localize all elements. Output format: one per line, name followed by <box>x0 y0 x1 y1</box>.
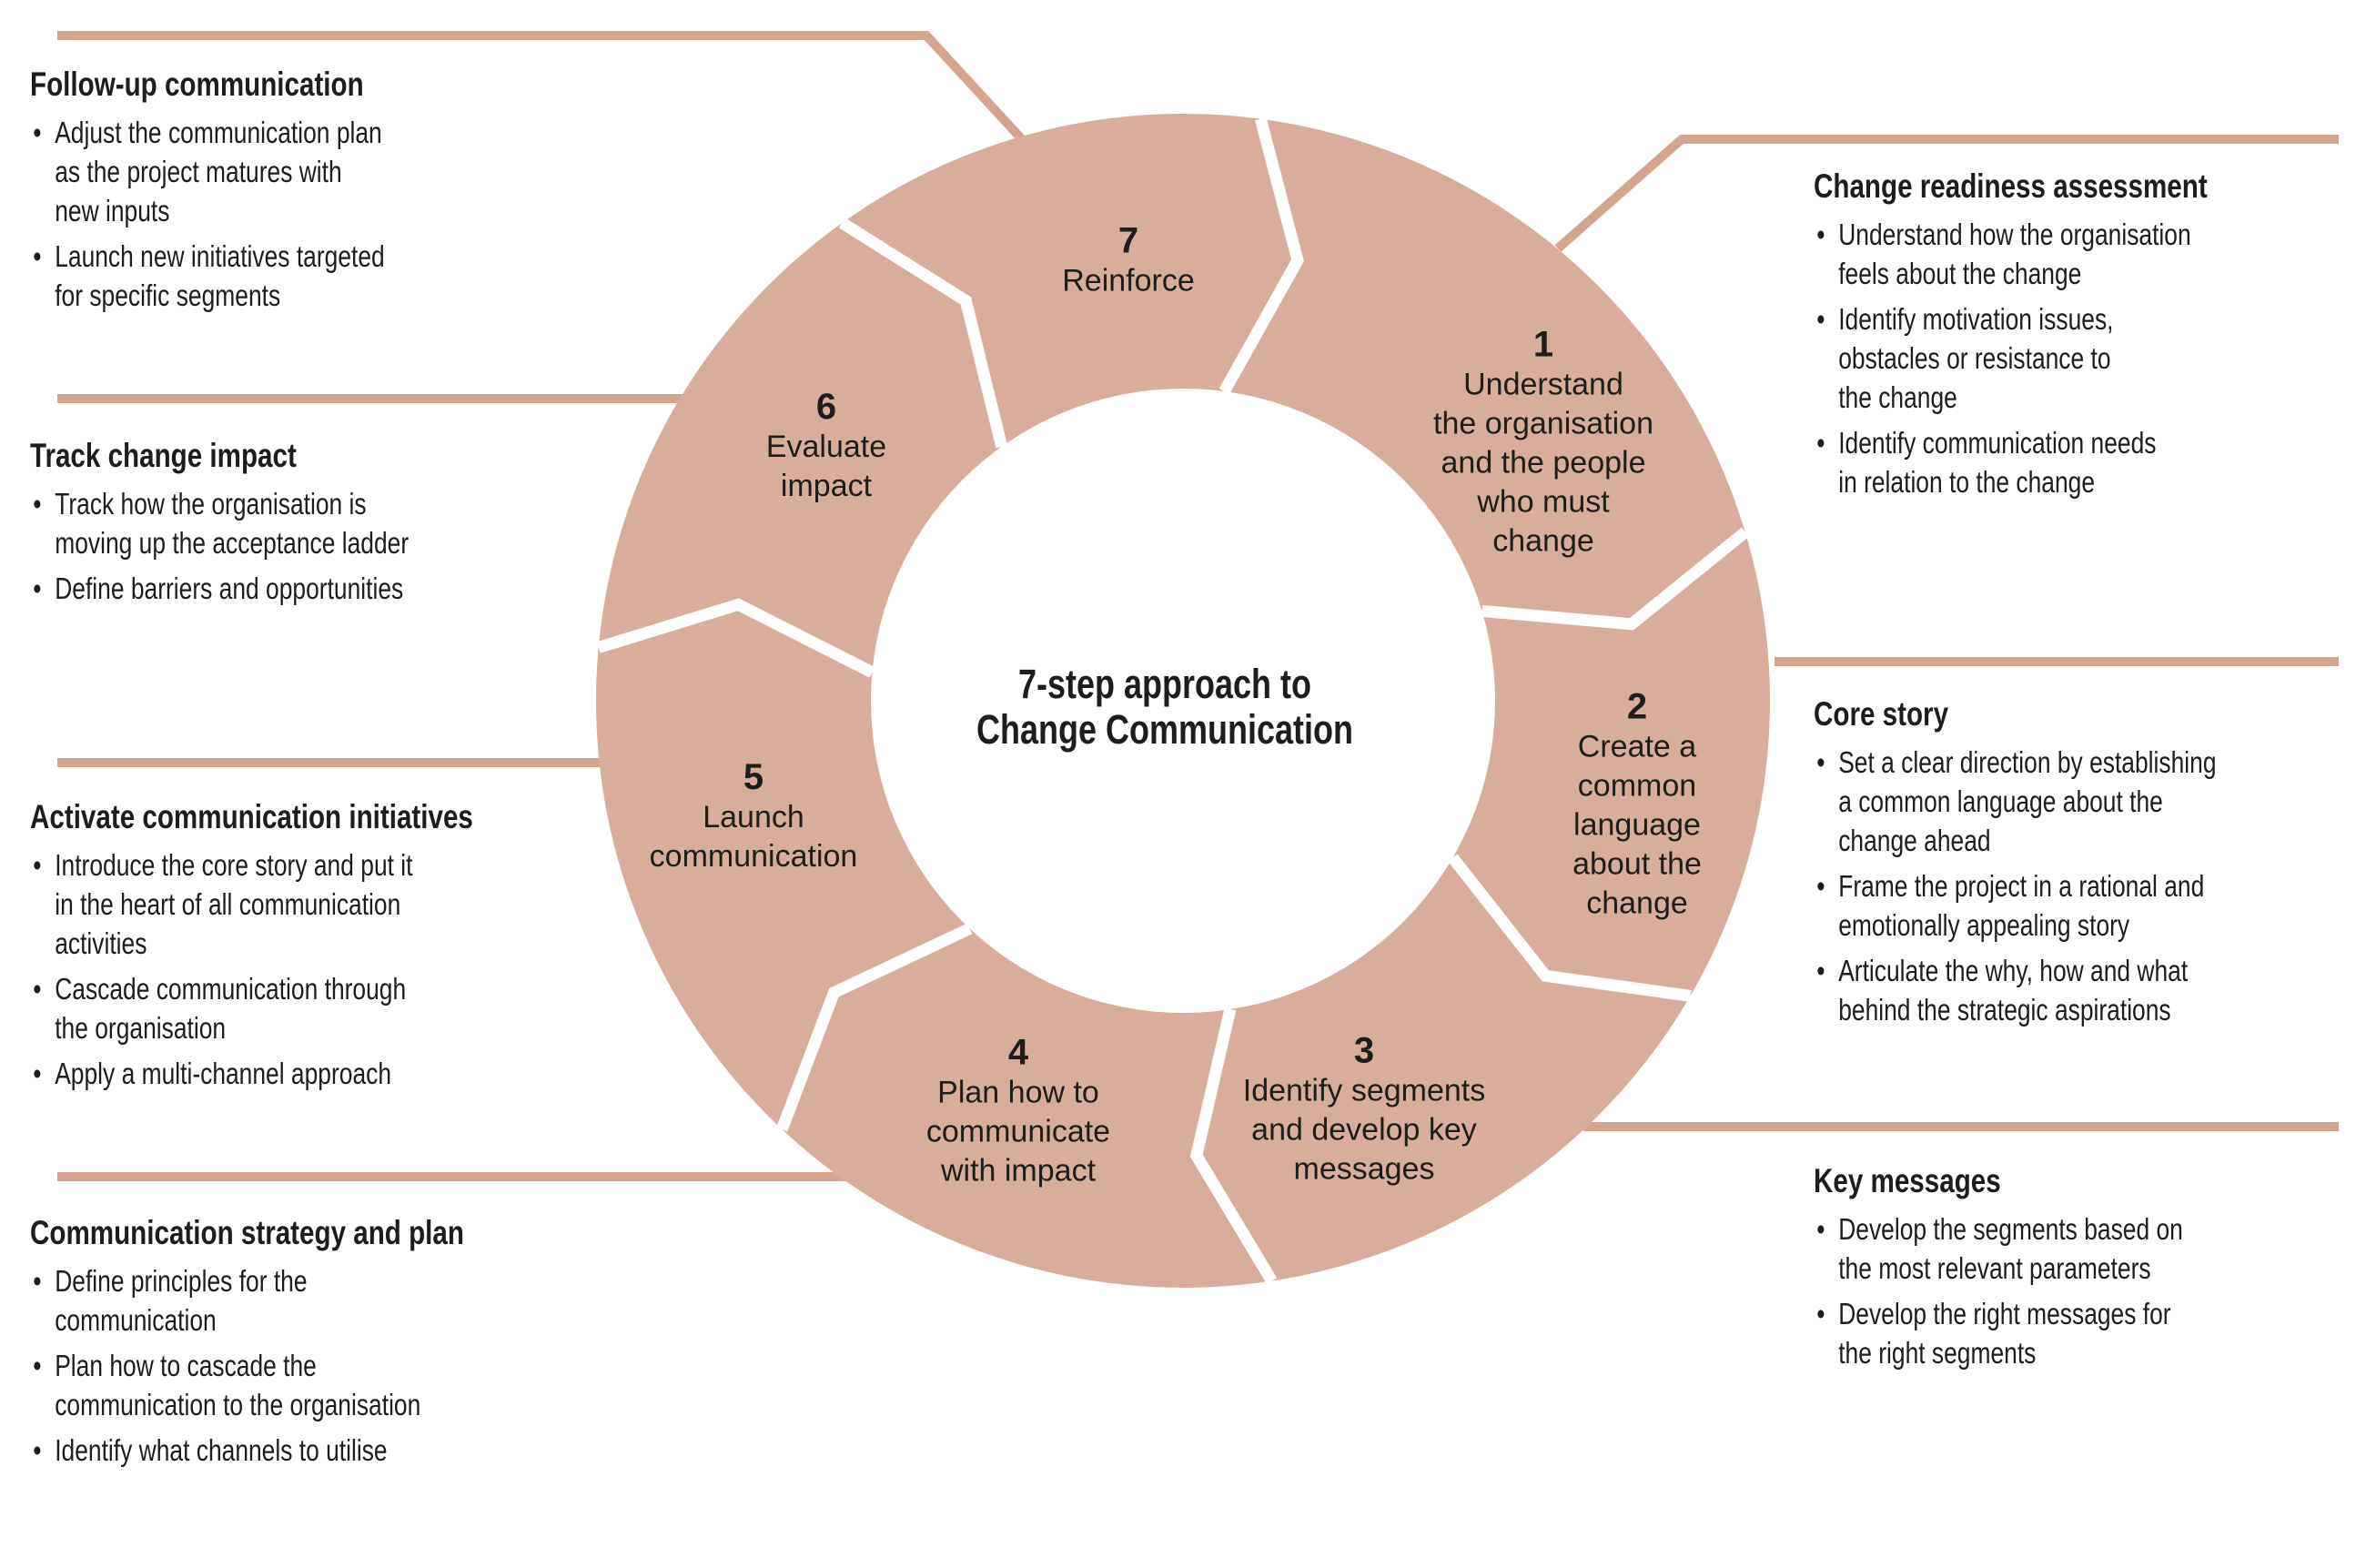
bullet-text: Articulate the why, how and what behind … <box>1838 954 2189 1027</box>
bullet-item: Introduce the core story and put it in t… <box>30 845 511 963</box>
callout-follow-up-communication: Follow-up communication Adjust the commu… <box>30 64 511 321</box>
callout-communication-strategy-and-plan: Communication strategy and plan Define p… <box>30 1212 511 1476</box>
callout-connector-line <box>1554 135 2339 252</box>
donut-ring <box>596 114 1770 1288</box>
bullet-item: Adjust the communication plan as the pro… <box>30 113 511 230</box>
segment-label: Plan how to communicate with impact <box>925 1075 1111 1189</box>
callout-title: Activate communication initiatives <box>30 798 473 835</box>
bullet-text: Develop the right messages for the right… <box>1838 1297 2171 1370</box>
bullet-item: Develop the segments based on the most r… <box>1814 1209 2294 1288</box>
bullet-item: Frame the project in a rational and emot… <box>1814 866 2294 945</box>
callout-connector-line <box>57 31 1025 142</box>
bullet-text: Set a clear direction by establishing a … <box>1838 745 2217 857</box>
segment-separator <box>1189 1007 1278 1284</box>
bullet-item: Define principles for the communication <box>30 1261 511 1340</box>
segment-number: 4 <box>1007 1032 1029 1073</box>
segment-label: Understand the organisation and the peop… <box>1433 367 1653 559</box>
callout-activate-communication-initiatives: Activate communication initiatives Intro… <box>30 796 511 1099</box>
bullet-item: Develop the right messages for the right… <box>1814 1294 2294 1372</box>
segment-label: Launch communication <box>649 800 858 874</box>
bullet-text: Identify motivation issues, obstacles or… <box>1838 302 2114 414</box>
callout-key-messages: Key messages Develop the segments based … <box>1814 1160 2294 1379</box>
bullet-text: Develop the segments based on the most r… <box>1838 1212 2183 1285</box>
bullet-text: Track how the organisation is moving up … <box>55 487 410 560</box>
callout-title: Core story <box>1814 695 1949 733</box>
callout-bullet-list: Set a clear direction by establishing a … <box>1814 743 2294 1029</box>
bullet-item: Articulate the why, how and what behind … <box>1814 951 2294 1029</box>
callout-bullet-list: Introduce the core story and put it in t… <box>30 845 511 1093</box>
ring-segment-label-7-reinforce: 7 Reinforce <box>1062 220 1195 301</box>
ring-segment-label-3-identify-segments: 3 Identify segments and develop key mess… <box>1243 1030 1485 1189</box>
callout-title: Follow-up communication <box>30 66 364 103</box>
segment-number: 1 <box>1532 324 1554 365</box>
ring-segment-label-1-understand: 1 Understand the organisation and the pe… <box>1433 324 1653 561</box>
segment-number: 2 <box>1626 686 1648 727</box>
segment-separator <box>838 217 1008 449</box>
callout-bullet-list: Develop the segments based on the most r… <box>1814 1209 2294 1372</box>
callout-bullet-list: Understand how the organisation feels ab… <box>1814 215 2294 501</box>
ring-segment-label-5-launch-communication: 5 Launch communication <box>650 756 858 876</box>
bullet-item: Plan how to cascade the communication to… <box>30 1346 511 1424</box>
bullet-item: Track how the organisation is moving up … <box>30 484 511 562</box>
bullet-item: Identify communication needs in relation… <box>1814 423 2294 501</box>
callout-title: Key messages <box>1814 1162 2001 1199</box>
callout-track-change-impact: Track change impact Track how the organi… <box>30 435 511 614</box>
ring-segment-label-2-create-common-language: 2 Create a common language about the cha… <box>1572 686 1702 924</box>
bullet-item: Cascade communication through the organi… <box>30 969 511 1047</box>
bullet-text: Define principles for the communication <box>55 1264 308 1337</box>
segment-separator <box>776 923 973 1132</box>
callout-title: Track change impact <box>30 437 297 474</box>
callout-change-readiness-assessment: Change readiness assessment Understand h… <box>1814 166 2294 508</box>
segment-number: 5 <box>743 757 764 797</box>
bullet-item: Launch new initiatives targeted for spec… <box>30 237 511 315</box>
segment-separator <box>1481 527 1749 631</box>
callout-bullet-list: Track how the organisation is moving up … <box>30 484 511 608</box>
bullet-text: Cascade communication through the organi… <box>55 972 407 1045</box>
segment-number: 7 <box>1117 220 1139 261</box>
segment-number: 3 <box>1353 1030 1375 1071</box>
bullet-text: Define barriers and opportunities <box>55 572 404 605</box>
segment-label: Reinforce <box>1062 263 1195 298</box>
bullet-text: Apply a multi-channel approach <box>55 1057 392 1090</box>
bullet-text: Identify communication needs in relation… <box>1838 426 2157 499</box>
callout-title: Communication strategy and plan <box>30 1214 464 1251</box>
callout-bullet-list: Adjust the communication plan as the pro… <box>30 113 511 315</box>
bullet-item: Apply a multi-channel approach <box>30 1054 511 1093</box>
segment-separator <box>1448 854 1692 1002</box>
bullet-text: Introduce the core story and put it in t… <box>55 848 413 960</box>
bullet-text: Understand how the organisation feels ab… <box>1838 217 2191 290</box>
diagram-title: 7-step approach to Change Communication <box>976 661 1354 753</box>
bullet-item: Define barriers and opportunities <box>30 569 511 608</box>
segment-number: 6 <box>815 387 837 427</box>
bullet-item: Understand how the organisation feels ab… <box>1814 215 2294 293</box>
bullet-item: Identify what channels to utilise <box>30 1431 511 1470</box>
bullet-item: Identify motivation issues, obstacles or… <box>1814 299 2294 417</box>
bullet-text: Frame the project in a rational and emot… <box>1838 869 2205 942</box>
callout-bullet-list: Define principles for the communication … <box>30 1261 511 1470</box>
ring-segment-label-6-evaluate-impact: 6 Evaluate impact <box>766 386 886 506</box>
bullet-text: Launch new initiatives targeted for spec… <box>55 239 385 312</box>
callout-core-story: Core story Set a clear direction by esta… <box>1814 693 2294 1036</box>
segment-label: Identify segments and develop key messag… <box>1242 1073 1486 1187</box>
segment-label: Create a common language about the chang… <box>1572 729 1702 921</box>
bullet-text: Identify what channels to utilise <box>55 1433 388 1467</box>
callout-title: Change readiness assessment <box>1814 167 2208 205</box>
ring-segment-label-4-plan-communicate: 4 Plan how to communicate with impact <box>926 1032 1110 1191</box>
bullet-text: Plan how to cascade the communication to… <box>55 1349 421 1421</box>
segment-label: Evaluate impact <box>765 430 887 503</box>
bullet-item: Set a clear direction by establishing a … <box>1814 743 2294 860</box>
bullet-text: Adjust the communication plan as the pro… <box>55 116 382 228</box>
segment-separator <box>1218 117 1304 395</box>
segment-separator <box>596 598 875 678</box>
